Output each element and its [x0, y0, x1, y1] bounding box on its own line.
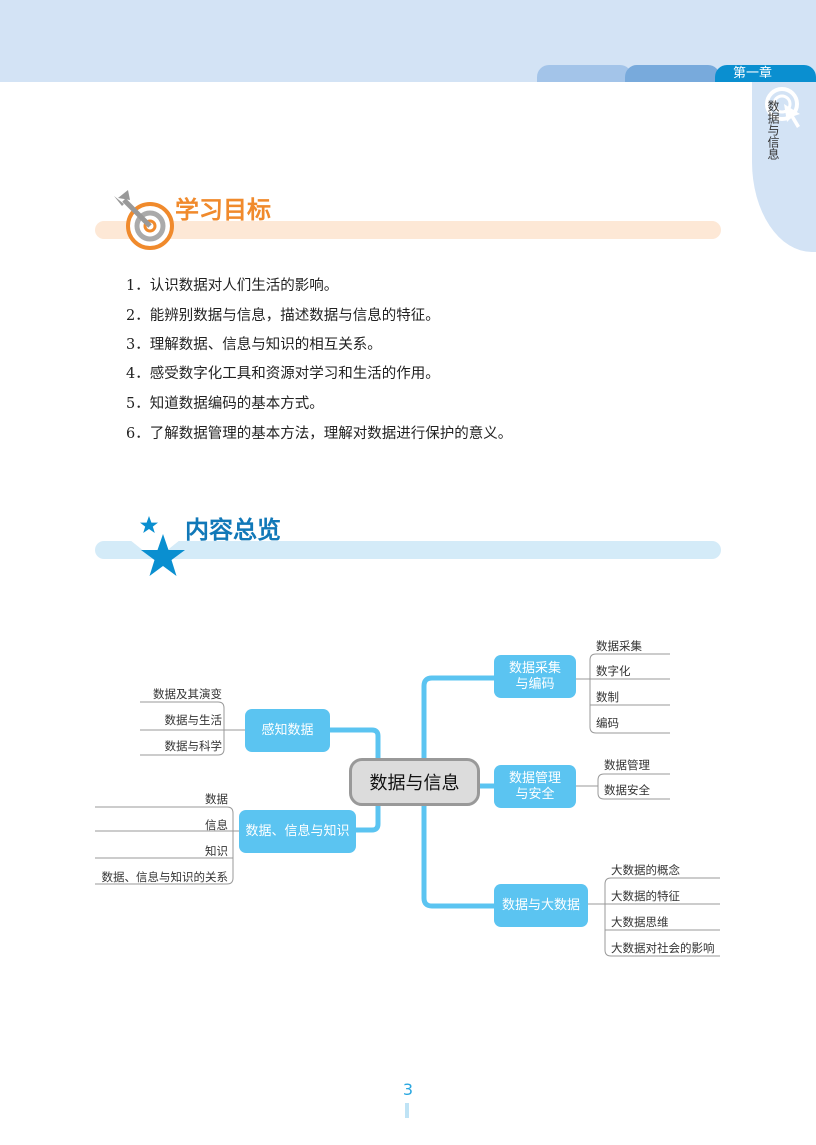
- objective-item: 4．感受数字化工具和资源对学习和生活的作用。: [126, 366, 440, 382]
- header-tab: [537, 65, 632, 82]
- leaf-item: 大数据思维: [611, 915, 669, 929]
- leaf-item: 数据及其演变: [153, 687, 222, 701]
- page-number: 3: [402, 1080, 414, 1099]
- header-tab: [625, 65, 720, 82]
- objective-item: 5．知道数据编码的基本方式。: [126, 396, 324, 412]
- mindmap-center: 数据与信息: [349, 758, 480, 806]
- section-bar: [95, 221, 721, 239]
- leaf-item: 数据采集: [596, 639, 642, 653]
- page-marker: [405, 1103, 409, 1118]
- leaf-item: 数据、信息与知识的关系: [101, 870, 229, 884]
- leaf-item: 知识: [205, 844, 228, 858]
- objective-item: 2．能辨别数据与信息，描述数据与信息的特征。: [126, 308, 440, 324]
- chapter-title: 数据与信息: [766, 100, 780, 160]
- leaf-item: 大数据的特征: [611, 889, 680, 903]
- leaf-item: 大数据对社会的影响: [611, 941, 715, 955]
- overview-title: 内容总览: [185, 516, 281, 544]
- chapter-tab: 第一章: [715, 65, 816, 82]
- star-icon: [130, 516, 185, 576]
- leaf-item: 数据与生活: [164, 713, 223, 727]
- leaf-item: 数据安全: [604, 783, 650, 797]
- leaf-item: 数据与科学: [164, 739, 223, 753]
- branch-node: 数据、信息与知识: [239, 810, 356, 853]
- branch-node: 数据采集与编码: [494, 655, 576, 698]
- leaf-item: 数据管理: [604, 758, 650, 772]
- branch-node: 感知数据: [245, 709, 330, 752]
- objectives-title: 学习目标: [175, 196, 271, 224]
- leaf-item: 数据: [205, 792, 228, 806]
- leaf-item: 数制: [596, 690, 619, 704]
- leaf-item: 大数据的概念: [611, 863, 680, 877]
- leaf-item: 编码: [596, 716, 619, 730]
- branch-node: 数据与大数据: [494, 884, 588, 927]
- section-bar: [95, 541, 721, 559]
- cursor-icon: [765, 87, 800, 128]
- objective-item: 3．理解数据、信息与知识的相互关系。: [126, 337, 382, 353]
- leaf-item: 数字化: [596, 664, 631, 678]
- branch-node: 数据管理与安全: [494, 765, 576, 808]
- objective-item: 1．认识数据对人们生活的影响。: [126, 278, 339, 294]
- target-icon: [114, 190, 174, 250]
- leaf-item: 信息: [205, 818, 228, 832]
- objective-item: 6．了解数据管理的基本方法，理解对数据进行保护的意义。: [126, 426, 513, 442]
